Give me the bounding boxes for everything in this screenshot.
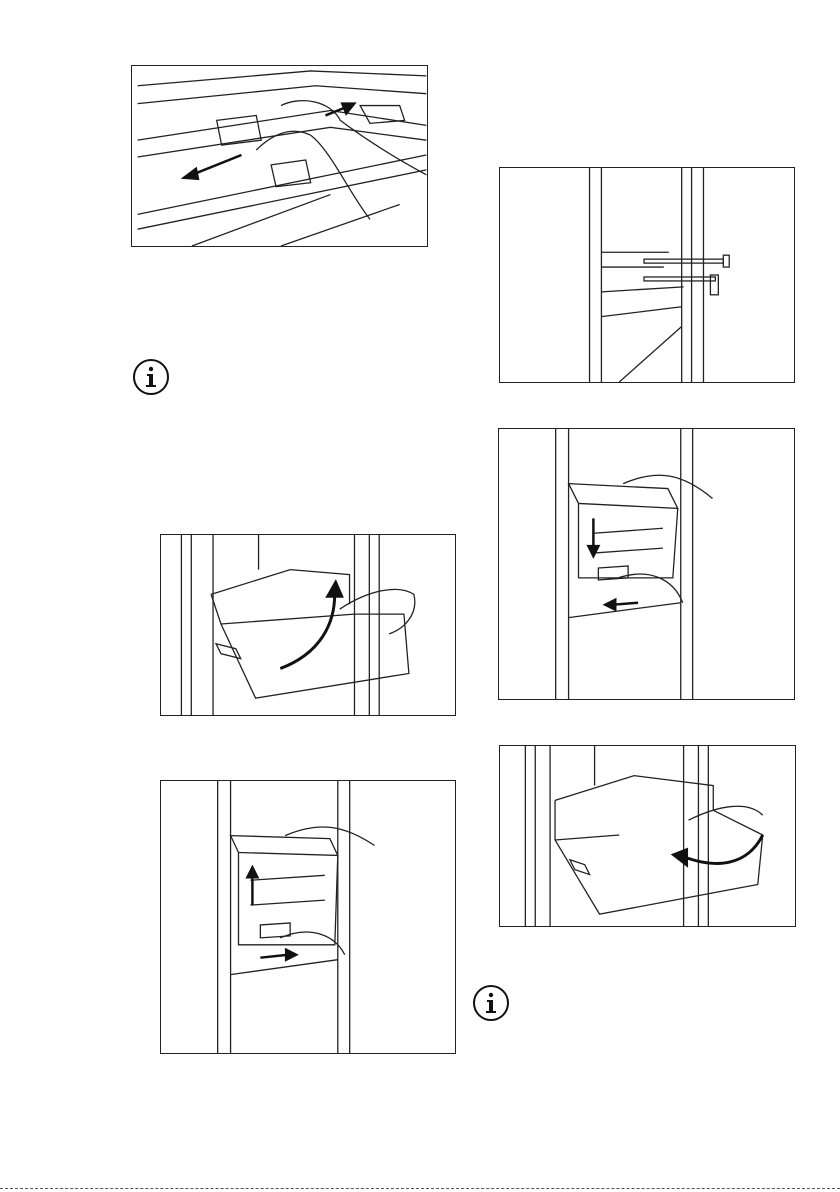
drawer-lift-illustration — [161, 781, 455, 1053]
drawer-lower-figure — [498, 428, 795, 700]
drawer-tilt-down-illustration — [500, 746, 795, 926]
drawer-tilt-up-illustration — [161, 535, 455, 715]
drawer-lift-figure — [160, 780, 456, 1054]
shelf-slide-figure — [131, 65, 428, 247]
drawer-rails-illustration — [500, 168, 794, 382]
info-icon — [132, 358, 170, 396]
drawer-lower-illustration — [499, 429, 794, 699]
shelf-slide-illustration — [132, 66, 427, 246]
drawer-tilt-down-figure — [499, 745, 796, 927]
drawer-tilt-up-figure — [160, 534, 456, 716]
drawer-rails-figure — [499, 167, 795, 383]
page-bottom-divider — [0, 1188, 840, 1189]
info-icon — [472, 984, 510, 1022]
